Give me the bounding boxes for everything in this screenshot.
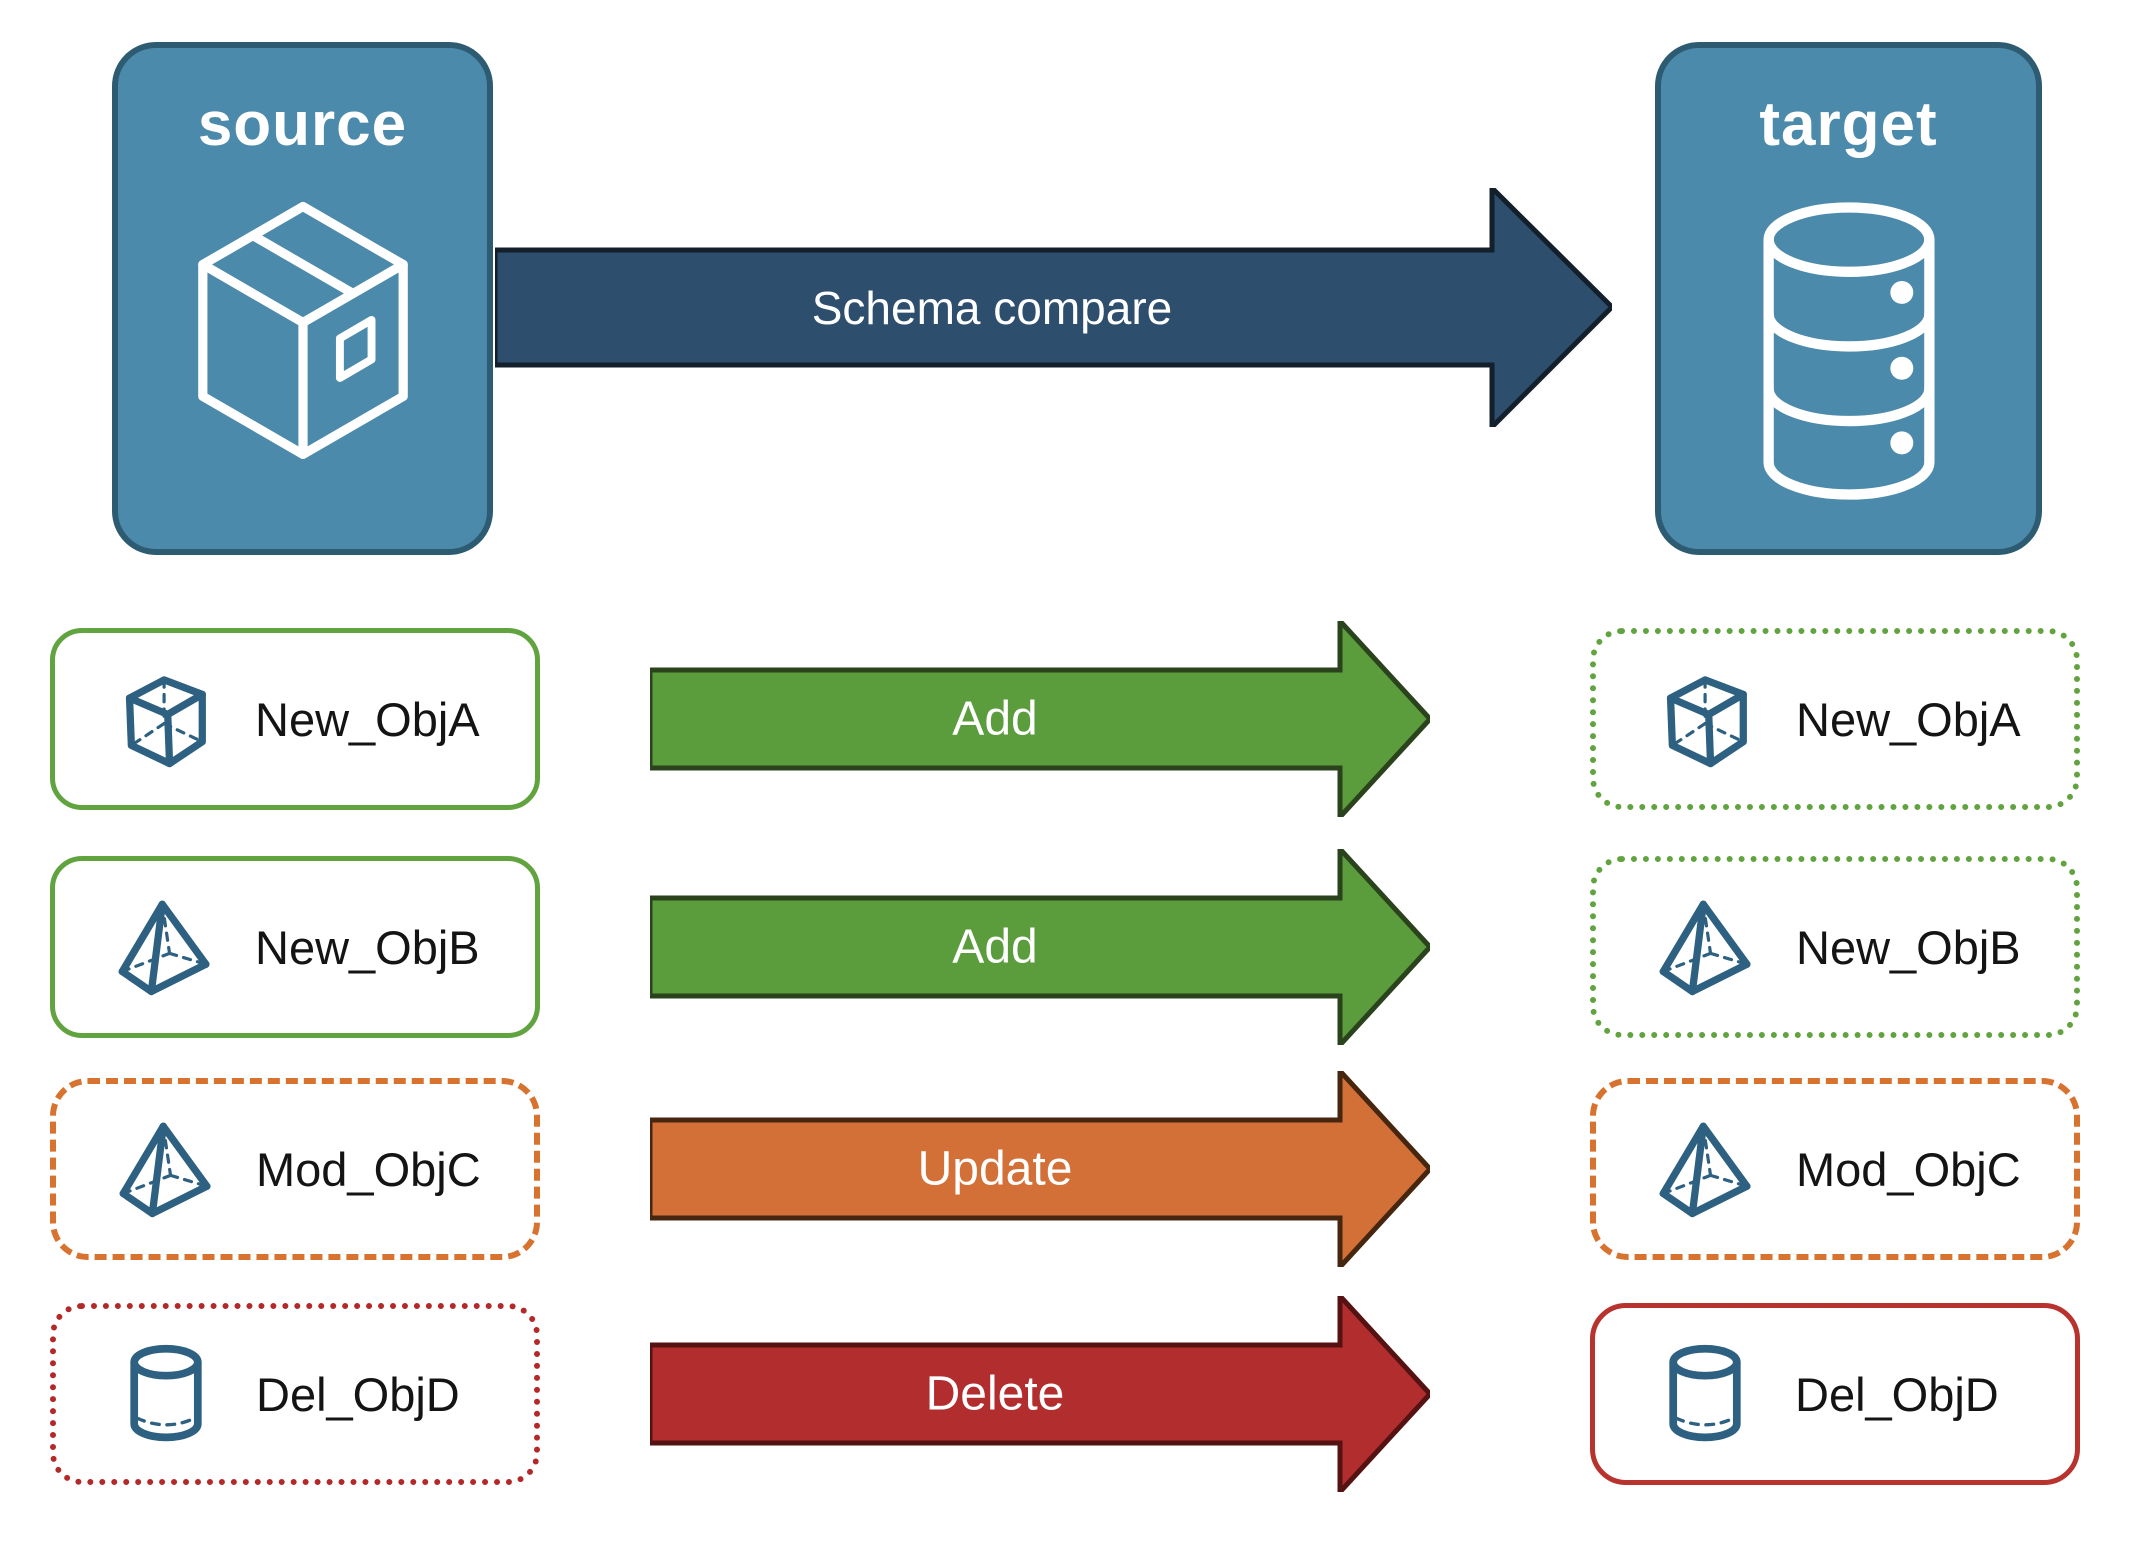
source-panel: source [112,42,493,555]
target-object-mod-objc: Mod_ObjC [1590,1078,2080,1260]
target-panel-title: target [1759,90,1938,159]
source-object-new-objb: New_ObjB [50,856,540,1038]
add-arrow-row1: Add [650,621,1430,817]
source-object-del-objd: Del_ObjD [50,1303,540,1485]
source-object-mod-objc: Mod_ObjC [50,1078,540,1260]
object-label: Mod_ObjC [256,1142,481,1196]
target-panel: target [1655,42,2042,555]
add-arrow-label: Add [952,693,1037,746]
schema-compare-arrow-label: Schema compare [812,282,1173,334]
database-icon [1762,202,1935,500]
object-label: Del_ObjD [1795,1367,1999,1421]
update-arrow-shape [650,1071,1430,1267]
package-box-icon [197,201,408,459]
cube-icon [125,676,206,768]
pyramid-icon [1659,1122,1751,1218]
delete-arrow-shape [650,1296,1430,1492]
pyramid-icon [118,900,210,996]
target-object-del-objd: Del_ObjD [1590,1303,2080,1485]
target-object-new-obja: New_ObjA [1590,628,2080,810]
add-arrow-shape [650,849,1430,1045]
object-label: Mod_ObjC [1796,1142,2021,1196]
target-object-new-objb: New_ObjB [1590,856,2080,1038]
source-panel-title: source [197,90,408,159]
object-label: New_ObjB [255,920,480,974]
add-arrow-label: Add [952,921,1037,974]
cylinder-icon [1669,1344,1741,1442]
object-label: Del_ObjD [256,1367,460,1421]
add-arrow-row2: Add [650,849,1430,1045]
add-arrow-shape [650,621,1430,817]
delete-arrow: Delete [650,1296,1430,1492]
pyramid-icon [119,1122,211,1218]
cube-icon [1666,676,1747,768]
schema-compare-arrow: Schema compare [495,188,1612,427]
cylinder-icon [130,1344,202,1442]
object-label: New_ObjA [255,692,480,746]
pyramid-icon [1659,900,1751,996]
object-label: New_ObjA [1796,692,2021,746]
schema-compare-arrow-shape [495,188,1612,427]
source-object-new-obja: New_ObjA [50,628,540,810]
delete-arrow-label: Delete [926,1368,1065,1421]
object-label: New_ObjB [1796,920,2021,974]
update-arrow-label: Update [918,1143,1073,1196]
update-arrow: Update [650,1071,1430,1267]
